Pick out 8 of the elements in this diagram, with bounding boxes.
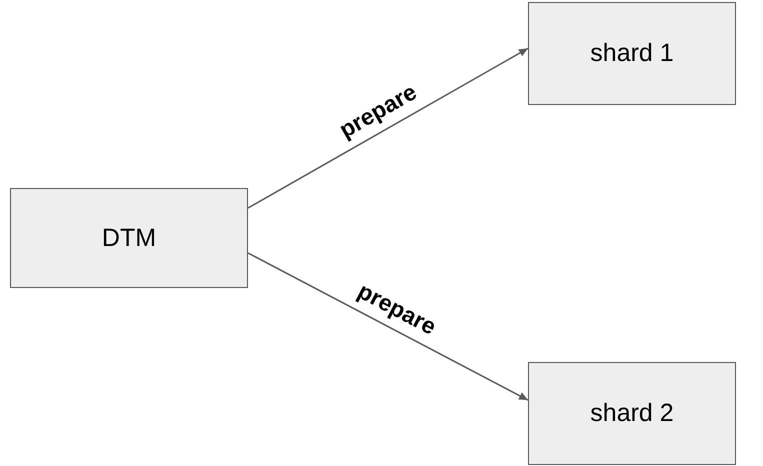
arrow — [248, 252, 528, 401]
arrow — [248, 48, 528, 209]
node-label: DTM — [102, 224, 156, 252]
node-label: shard 2 — [590, 399, 674, 428]
process-box — [528, 2, 736, 105]
process-box — [10, 188, 248, 288]
process-box — [528, 362, 736, 465]
node-label: shard 1 — [590, 39, 674, 68]
